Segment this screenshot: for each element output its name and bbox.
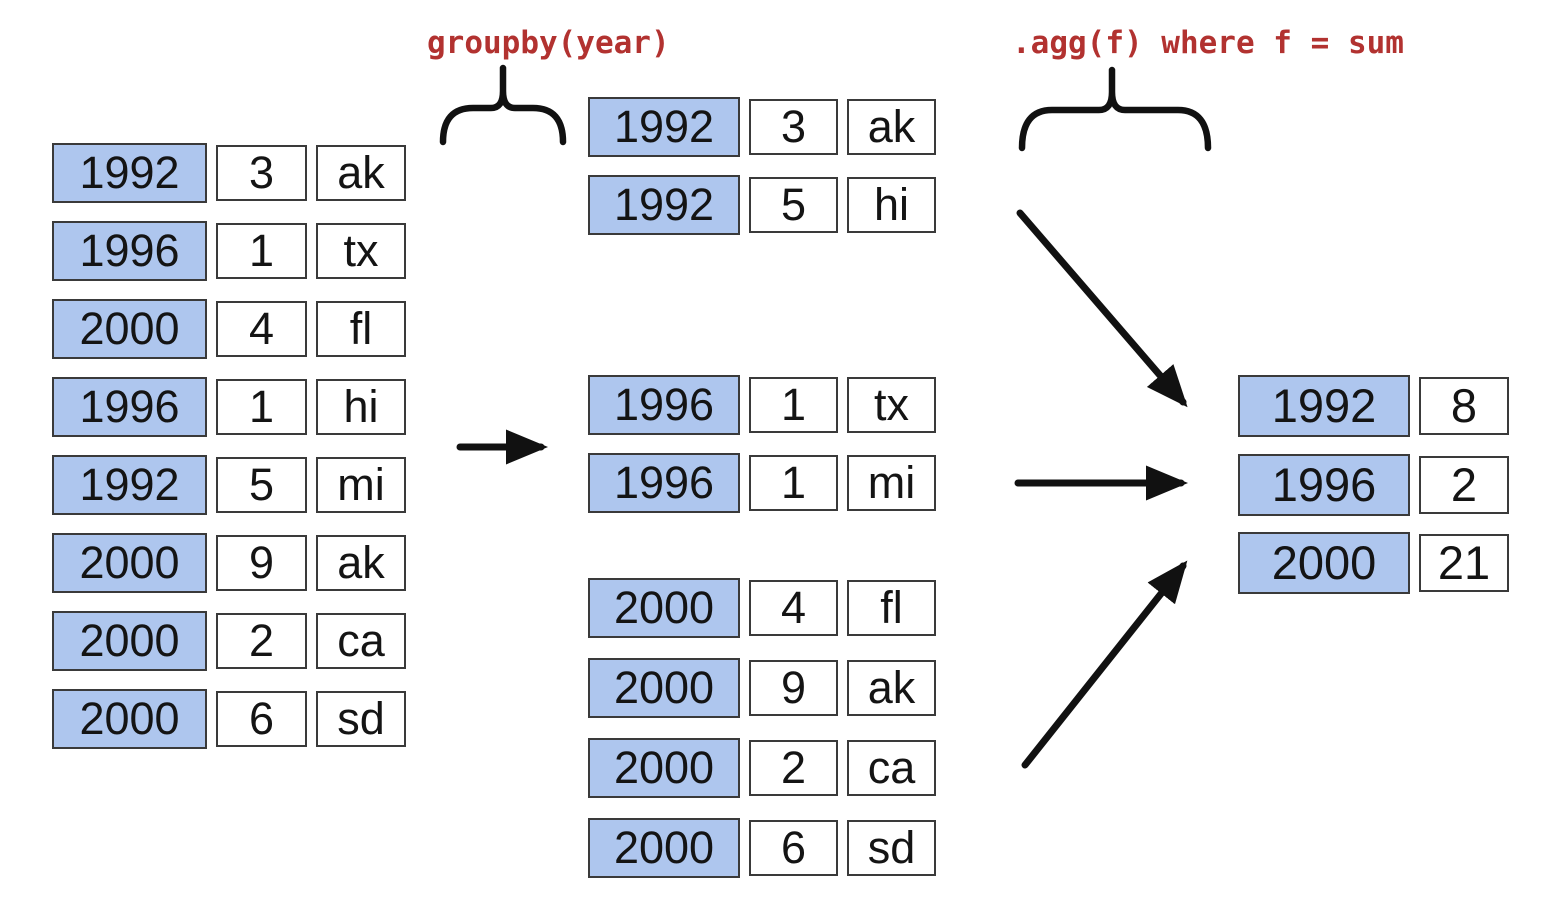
table-row: 2000 2 ca <box>588 738 936 798</box>
count-cell: 5 <box>216 457 307 513</box>
sum-cell: 8 <box>1419 377 1509 435</box>
state-cell: ak <box>847 99 936 155</box>
year-cell: 2000 <box>588 738 740 798</box>
count-cell: 1 <box>216 379 307 435</box>
year-cell: 2000 <box>1238 532 1410 594</box>
agg-label: .agg(f) where f = sum <box>1012 25 1404 61</box>
table-row: 2000 21 <box>1238 532 1509 594</box>
state-cell: ak <box>316 535 406 591</box>
table-row: 1996 2 <box>1238 454 1509 516</box>
count-cell: 1 <box>749 455 838 511</box>
year-cell: 2000 <box>588 658 740 718</box>
year-cell: 1992 <box>588 175 740 235</box>
count-cell: 2 <box>749 740 838 796</box>
groupby-label: groupby(year) <box>427 25 670 61</box>
count-cell: 4 <box>216 301 307 357</box>
table-row: 1996 1 tx <box>52 221 406 281</box>
count-cell: 3 <box>749 99 838 155</box>
state-cell: fl <box>847 580 936 636</box>
table-row: 2000 6 sd <box>52 689 406 749</box>
state-cell: fl <box>316 301 406 357</box>
year-cell: 1996 <box>588 375 740 435</box>
state-cell: hi <box>847 177 936 233</box>
state-cell: ca <box>316 613 406 669</box>
count-cell: 6 <box>749 820 838 876</box>
count-cell: 6 <box>216 691 307 747</box>
count-cell: 9 <box>216 535 307 591</box>
year-cell: 2000 <box>52 533 207 593</box>
count-cell: 2 <box>216 613 307 669</box>
state-cell: mi <box>847 455 936 511</box>
agg-arrow-2000 <box>1021 560 1188 769</box>
table-row: 1992 3 ak <box>52 143 406 203</box>
year-cell: 1996 <box>1238 454 1410 516</box>
table-row: 2000 4 fl <box>588 578 936 638</box>
table-row: 2000 6 sd <box>588 818 936 878</box>
table-row: 1996 1 hi <box>52 377 406 437</box>
state-cell: sd <box>316 691 406 747</box>
state-cell: tx <box>316 223 406 279</box>
sum-cell: 2 <box>1419 456 1509 514</box>
count-cell: 4 <box>749 580 838 636</box>
count-cell: 1 <box>216 223 307 279</box>
table-row: 2000 9 ak <box>52 533 406 593</box>
state-cell: mi <box>316 457 406 513</box>
table-row: 1992 5 hi <box>588 175 936 235</box>
year-cell: 1992 <box>52 455 207 515</box>
year-cell: 2000 <box>588 578 740 638</box>
state-cell: ak <box>316 145 406 201</box>
year-cell: 2000 <box>52 689 207 749</box>
state-cell: tx <box>847 377 936 433</box>
agg-brace <box>1018 66 1212 152</box>
year-cell: 1996 <box>52 377 207 437</box>
year-cell: 1996 <box>52 221 207 281</box>
year-cell: 1992 <box>588 97 740 157</box>
table-row: 2000 9 ak <box>588 658 936 718</box>
year-cell: 1992 <box>1238 375 1410 437</box>
table-row: 2000 2 ca <box>52 611 406 671</box>
state-cell: hi <box>316 379 406 435</box>
year-cell: 2000 <box>52 611 207 671</box>
sum-cell: 21 <box>1419 534 1509 592</box>
agg-arrow-1992 <box>1016 209 1188 408</box>
count-cell: 9 <box>749 660 838 716</box>
table-row: 1996 1 mi <box>588 453 936 513</box>
table-row: 1992 8 <box>1238 375 1509 437</box>
state-cell: sd <box>847 820 936 876</box>
year-cell: 2000 <box>588 818 740 878</box>
state-cell: ca <box>847 740 936 796</box>
table-row: 1992 5 mi <box>52 455 406 515</box>
table-row: 1996 1 tx <box>588 375 936 435</box>
year-cell: 2000 <box>52 299 207 359</box>
table-row: 2000 4 fl <box>52 299 406 359</box>
year-cell: 1996 <box>588 453 740 513</box>
count-cell: 3 <box>216 145 307 201</box>
state-cell: ak <box>847 660 936 716</box>
count-cell: 1 <box>749 377 838 433</box>
groupby-brace <box>439 64 567 146</box>
table-row: 1992 3 ak <box>588 97 936 157</box>
count-cell: 5 <box>749 177 838 233</box>
year-cell: 1992 <box>52 143 207 203</box>
